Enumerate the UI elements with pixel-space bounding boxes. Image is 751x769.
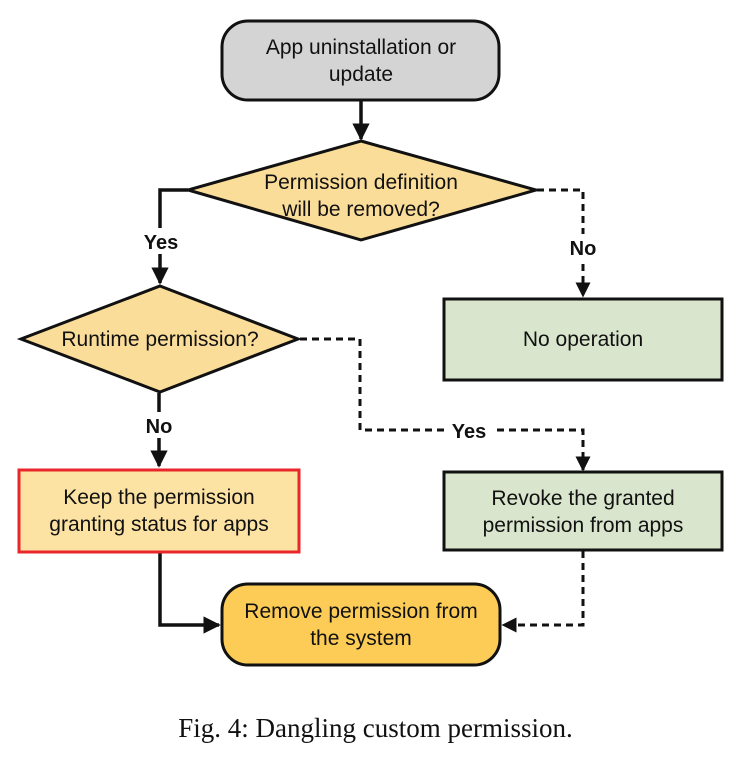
edge-label-runtime-no: No xyxy=(146,416,173,438)
node-decision-removed-label-line2: will be removed? xyxy=(281,198,440,221)
node-decision-runtime: Runtime permission? xyxy=(16,284,303,394)
node-start-label-line1: App uninstallation or xyxy=(266,36,456,59)
node-start-shape xyxy=(220,19,501,102)
node-no-operation: No operation xyxy=(442,297,724,382)
edge-labels: Yes No No Yes xyxy=(136,228,602,444)
node-remove-shape xyxy=(220,582,502,667)
edge-revoke-to-remove xyxy=(501,551,585,633)
node-keep-status-label-line1: Keep the permission xyxy=(63,486,254,509)
node-no-operation-shape xyxy=(442,297,724,382)
flowchart-diagram: Yes No No Yes App uninstallation or upda… xyxy=(16,19,724,667)
figure-caption: Fig. 4: Dangling custom permission. xyxy=(178,713,573,743)
node-decision-removed-shape xyxy=(182,139,542,242)
node-remove-label-line2: the system xyxy=(310,627,412,650)
node-decision-runtime-shape xyxy=(16,284,303,394)
node-revoke: Revoke the granted permission from apps xyxy=(442,470,724,552)
node-start-label-line2: update xyxy=(329,63,393,86)
edges xyxy=(150,101,591,634)
edge-label-removed-yes: Yes xyxy=(144,232,178,254)
edge-label-runtime-yes: Yes xyxy=(452,421,486,443)
edge-keep-to-remove xyxy=(158,553,221,634)
node-keep-status: Keep the permission granting status for … xyxy=(17,468,301,554)
node-remove: Remove permission from the system xyxy=(220,582,502,667)
node-remove-label-line1: Remove permission from xyxy=(244,600,477,623)
edge-label-removed-no: No xyxy=(570,238,597,260)
node-keep-status-label-line2: granting status for apps xyxy=(49,513,268,536)
node-start: App uninstallation or update xyxy=(220,19,501,102)
node-decision-runtime-label: Runtime permission? xyxy=(61,328,258,351)
node-decision-removed-label-line1: Permission definition xyxy=(264,171,458,194)
node-revoke-label-line1: Revoke the granted xyxy=(491,487,674,510)
node-no-operation-label: No operation xyxy=(523,328,643,351)
node-decision-removed: Permission definition will be removed? xyxy=(182,139,542,242)
node-keep-status-shape xyxy=(17,468,301,554)
node-revoke-shape xyxy=(442,470,724,552)
edge-removed-no xyxy=(537,188,591,298)
node-revoke-label-line2: permission from apps xyxy=(483,514,684,537)
edge-runtime-yes xyxy=(300,337,591,472)
